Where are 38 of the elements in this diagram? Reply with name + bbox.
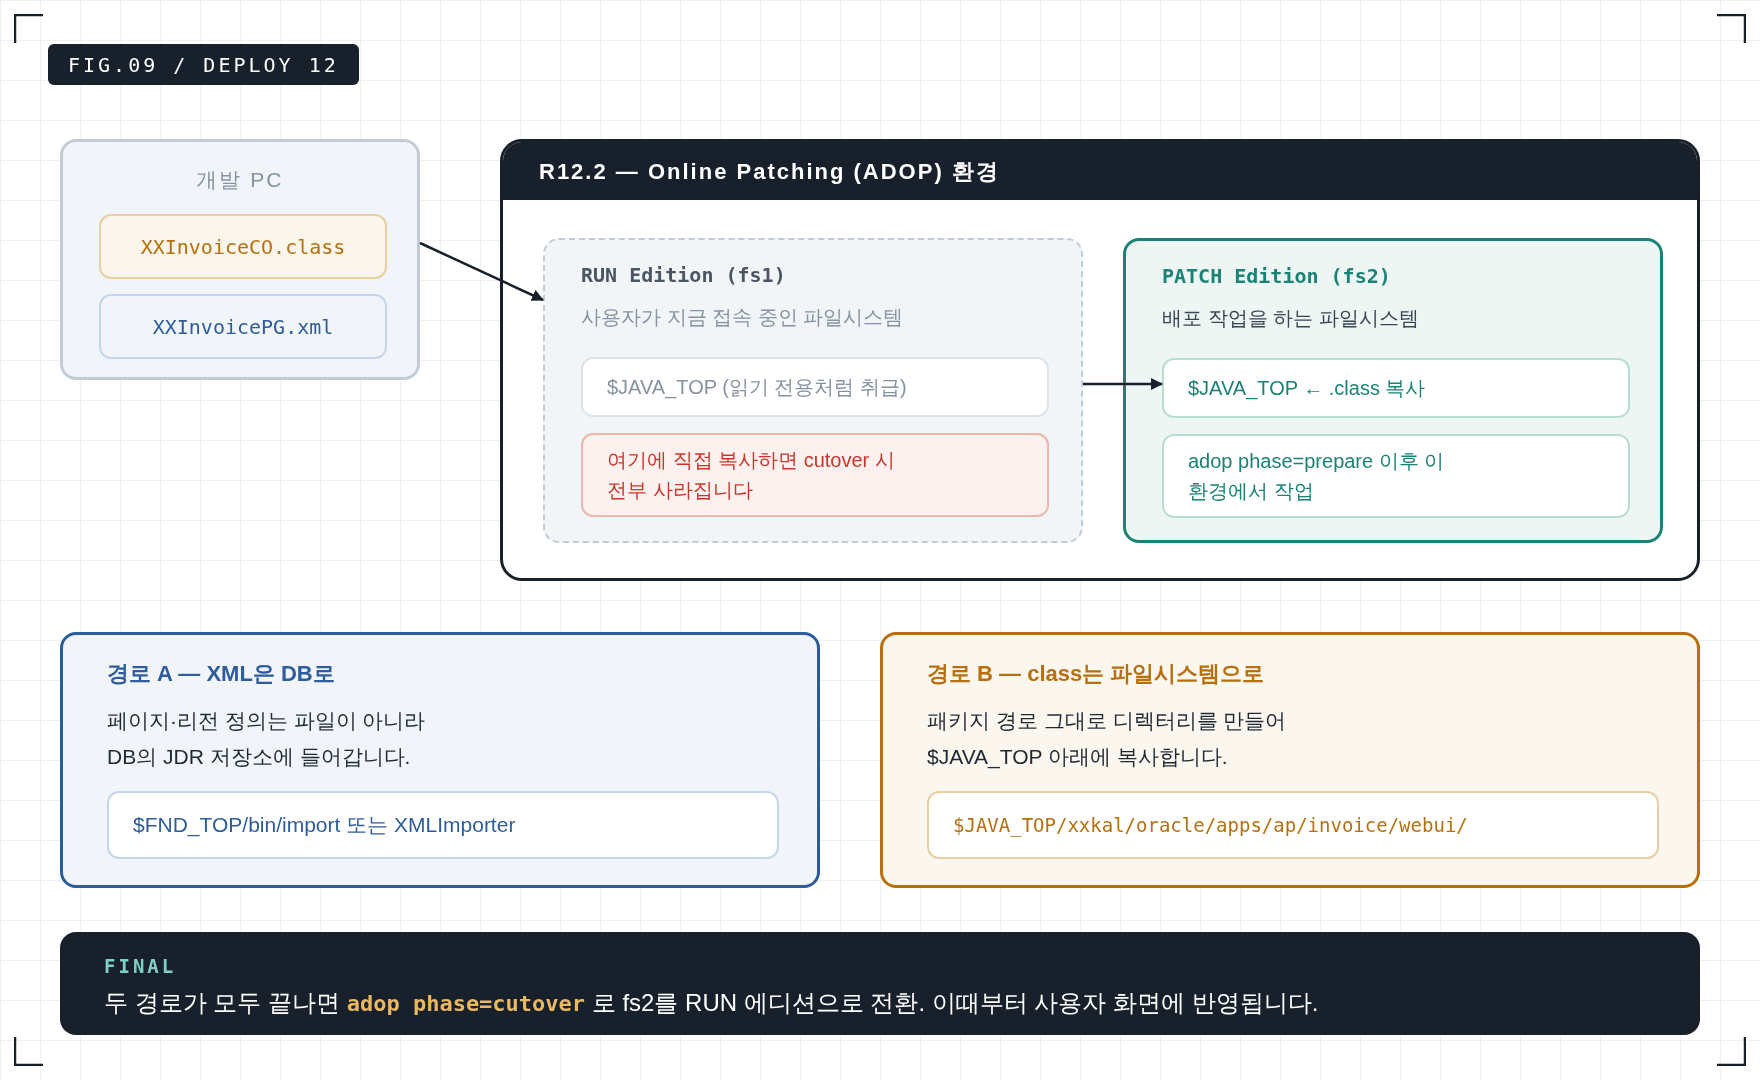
file-box [99,294,387,359]
directory-text: $JAVA_TOP (읽기 전용처럼 취급) [607,375,907,401]
route-heading: 경로 A — XML은 DB로 [107,660,335,688]
edition-description: 사용자가 지금 접속 중인 파일시스템 [581,305,904,330]
path-box [927,791,1659,859]
patch-edition-panel [1123,238,1663,543]
command-box [107,791,779,859]
edition-heading: RUN Edition (fs1) [581,262,786,289]
route-description: 패키지 경로 그대로 디렉터리를 만들어 $JAVA_TOP 아래에 복사합니다. [927,708,1287,771]
dev-pc-panel [60,139,420,380]
final-banner [60,932,1700,1035]
panel-heading: 개발 PC [195,167,285,193]
directory-box [581,357,1049,417]
route-heading: 경로 B — class는 파일시스템으로 [927,660,1265,688]
banner-heading: FINAL [104,954,178,979]
arrow [1083,378,1163,390]
warning-box [581,433,1049,517]
edition-heading: PATCH Edition (fs2) [1162,263,1391,290]
route-description: 페이지·리전 정의는 파일이 아니라 DB의 JDR 저장소에 들어갑니다. [107,708,427,770]
info-box [1162,434,1630,518]
command-text: $FND_TOP/bin/import 또는 XMLImporter [133,812,516,839]
route-card [880,632,1700,888]
arrow [419,241,544,302]
route-card [60,632,820,888]
panel-header: R12.2 — Online Patching (ADOP) 환경 [503,142,1697,200]
file-box [99,214,387,279]
figure-tag: FIG.09 / DEPLOY 12 [48,44,359,85]
warning-text: 여기에 직접 복사하면 cutover 시 전부 사라집니다 [607,448,896,503]
environment-panel [500,139,1700,581]
run-edition-panel [543,238,1083,543]
info-text: adop phase=prepare 이후 이 환경에서 작업 [1188,449,1446,504]
info-box [1162,358,1630,418]
edition-description: 배포 작업을 하는 파일시스템 [1162,306,1419,331]
file-name: XXInvoiceCO.class [140,233,346,261]
info-text: $JAVA_TOP ← .class 복사 [1188,376,1426,402]
file-name: XXInvoicePG.xml [152,313,334,341]
path-text: $JAVA_TOP/xxkal/oracle/apps/ap/invoice/webui/ [953,812,1468,839]
banner-text: 두 경로가 모두 끝나면 adop phase=cutover 로 fs2를 RUN 에디션으로 전환. 이때부터 사용자 화면에 반영됩니다. [104,987,1320,1018]
